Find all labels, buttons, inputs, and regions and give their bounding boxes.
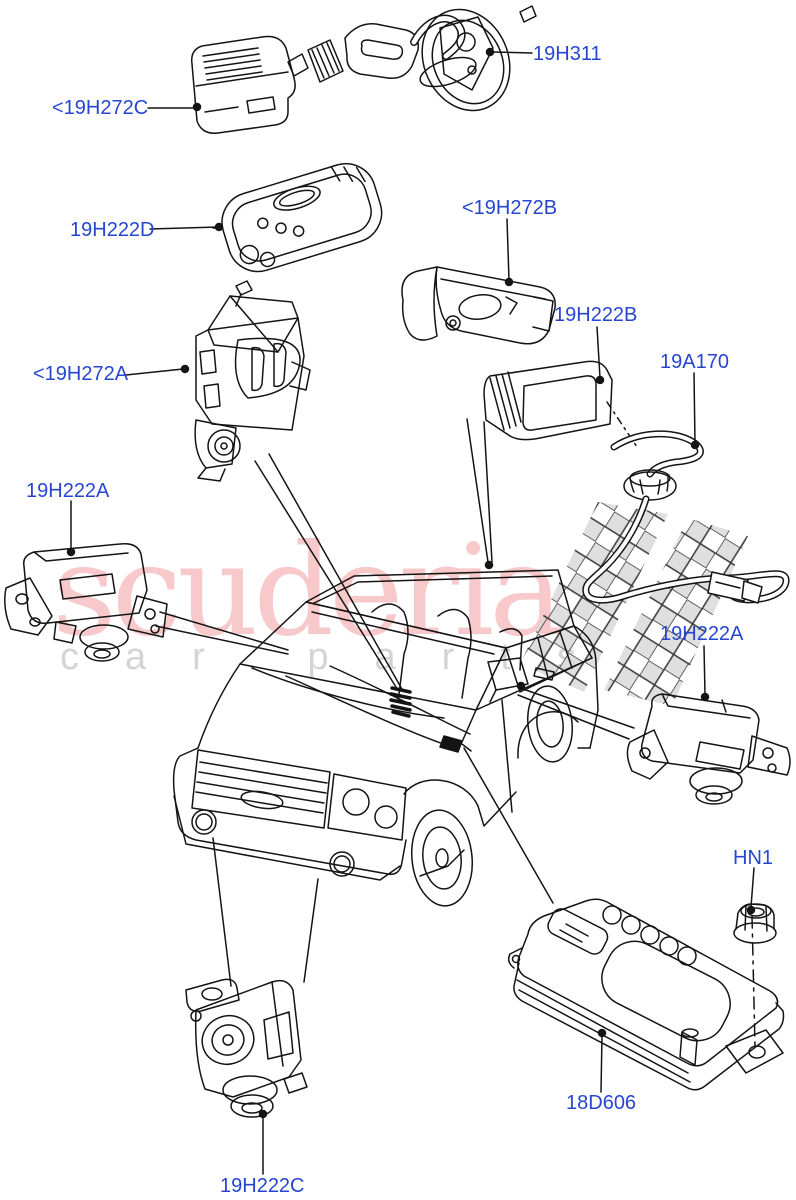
part-label-19h272c: <19H272C: [52, 97, 149, 119]
car-illustration: [172, 560, 599, 907]
part-label-19h222c: 19H222C: [220, 1175, 305, 1197]
part-label-19h272a: <19H272A: [33, 363, 129, 385]
part-label-19h222d: 19H222D: [70, 219, 155, 241]
part-label-19a170: 19A170: [660, 351, 729, 373]
part-19h222b-drawing: [483, 360, 638, 448]
part-label-18d606: 18D606: [566, 1092, 637, 1114]
part-19h272a-drawing: [194, 280, 311, 482]
part-19h222a-left-drawing: [4, 542, 168, 662]
callout-lines: [66, 47, 756, 1175]
part-label-19h222a-right: 19H222A: [660, 623, 744, 645]
part-18d606-drawing: [507, 898, 785, 1091]
part-19a170-drawing: [582, 430, 790, 604]
part-19h222d-drawing: [212, 162, 383, 273]
part-label-19h272b: <19H272B: [462, 197, 558, 219]
part-19h222a-right-drawing: [626, 693, 791, 805]
connection-lines: [155, 418, 635, 987]
part-label-19h222b: 19H222B: [554, 304, 638, 326]
part-label-19h311: 19H311: [533, 43, 602, 65]
part-19h272b-drawing: [401, 266, 556, 345]
part-label-19h222a-left: 19H222A: [26, 480, 110, 502]
part-19h272c-drawing: [190, 35, 296, 134]
part-label-hn1: HN1: [733, 847, 774, 869]
part-19h311-drawing: [287, 5, 537, 112]
windshield-connector: [389, 686, 412, 718]
part-19h222c-drawing: [185, 978, 308, 1118]
